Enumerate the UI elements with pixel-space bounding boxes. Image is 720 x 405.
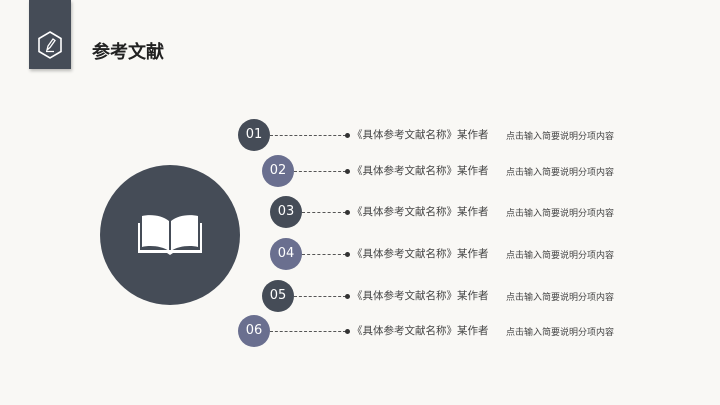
connector-line [302, 212, 346, 213]
item-number-badge: 05 [262, 280, 294, 312]
header-tab [29, 0, 71, 69]
connector-dot [345, 169, 350, 174]
connector-line [294, 296, 346, 297]
reference-description: 点击输入简要说明分项内容 [506, 328, 615, 338]
pencil-hexagon-icon [38, 31, 62, 59]
reference-description: 点击输入简要说明分项内容 [506, 293, 615, 303]
item-number-badge: 03 [270, 196, 302, 228]
item-number-badge: 01 [238, 119, 270, 151]
item-number-badge: 02 [262, 155, 294, 187]
connector-dot [345, 210, 350, 215]
connector-dot [345, 294, 350, 299]
open-book-icon [138, 215, 202, 255]
reference-description: 点击输入简要说明分项内容 [506, 209, 615, 219]
reference-description: 点击输入简要说明分项内容 [506, 251, 615, 261]
reference-text: 《具体参考文献名称》某作者 [352, 129, 489, 141]
connector-line [270, 135, 346, 136]
reference-text: 《具体参考文献名称》某作者 [352, 206, 489, 218]
reference-description: 点击输入简要说明分项内容 [506, 132, 615, 142]
item-number-badge: 06 [238, 315, 270, 347]
item-number-badge: 04 [270, 238, 302, 270]
connector-line [270, 331, 346, 332]
reference-text: 《具体参考文献名称》某作者 [352, 290, 489, 302]
connector-dot [345, 329, 350, 334]
reference-text: 《具体参考文献名称》某作者 [352, 248, 489, 260]
reference-description: 点击输入简要说明分项内容 [506, 168, 615, 178]
page-title: 参考文献 [92, 42, 164, 63]
connector-dot [345, 252, 350, 257]
connector-line [294, 171, 346, 172]
reference-text: 《具体参考文献名称》某作者 [352, 165, 489, 177]
connector-dot [345, 133, 350, 138]
connector-line [302, 254, 346, 255]
book-circle [100, 165, 240, 305]
reference-text: 《具体参考文献名称》某作者 [352, 325, 489, 337]
